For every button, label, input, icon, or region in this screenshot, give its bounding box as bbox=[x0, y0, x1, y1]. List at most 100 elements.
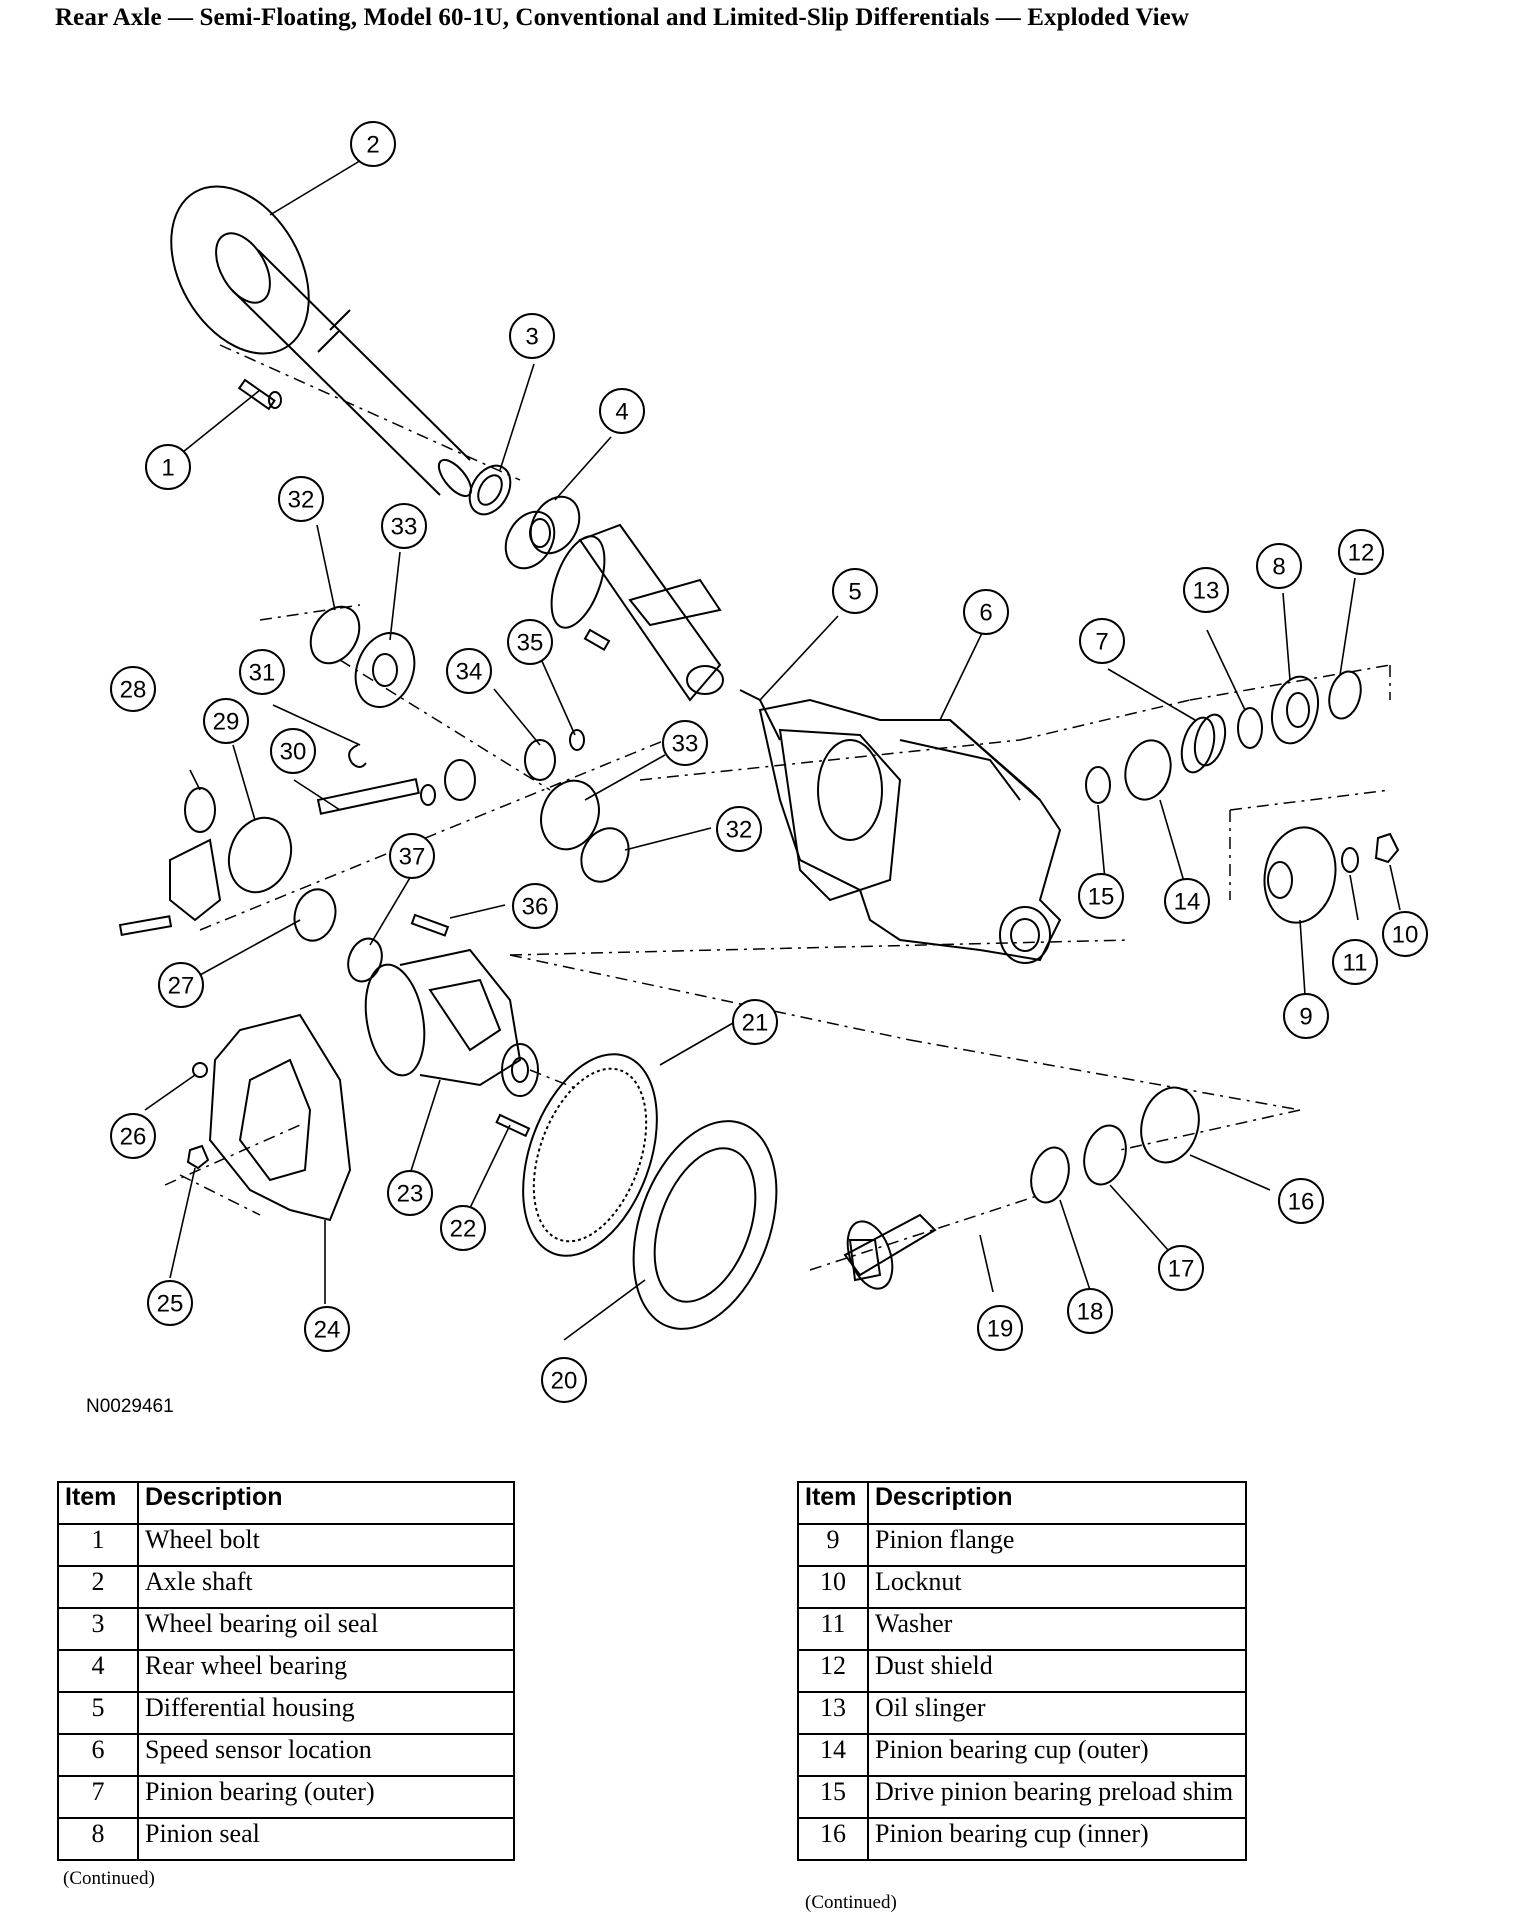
callout-26: 26 bbox=[110, 1113, 156, 1159]
item-number: 2 bbox=[57, 1565, 139, 1609]
callout-35: 35 bbox=[507, 619, 553, 665]
callout-10: 10 bbox=[1382, 911, 1428, 957]
callout-circle bbox=[1067, 1288, 1113, 1334]
callout-circle bbox=[278, 476, 324, 522]
callout-33: 33 bbox=[662, 720, 708, 766]
callout-label: 13 bbox=[1193, 578, 1220, 605]
differential-housing-drawing bbox=[739, 689, 1062, 964]
callout-label: 20 bbox=[551, 1368, 578, 1395]
callout-circle bbox=[110, 1113, 156, 1159]
callout-circle bbox=[662, 720, 708, 766]
wheel-bearing-drawing bbox=[504, 495, 581, 570]
callout-31: 31 bbox=[239, 649, 285, 695]
callout-circle bbox=[1158, 1245, 1204, 1291]
item-number: 16 bbox=[797, 1817, 869, 1861]
callout-label: 11 bbox=[1343, 950, 1368, 977]
callout-circle bbox=[1078, 873, 1124, 919]
item-description: Drive pinion bearing preload shim bbox=[867, 1775, 1247, 1819]
callout-label: 35 bbox=[517, 630, 544, 657]
callout-9: 9 bbox=[1283, 993, 1329, 1039]
callout-label: 19 bbox=[987, 1316, 1014, 1343]
item-description: Rear wheel bearing bbox=[137, 1649, 515, 1693]
item-description: Differential housing bbox=[137, 1691, 515, 1735]
callout-label: 21 bbox=[742, 1010, 769, 1037]
callout-6: 6 bbox=[963, 589, 1009, 635]
callout-label: 10 bbox=[1392, 922, 1419, 949]
continued-note-left: (Continued) bbox=[63, 1868, 155, 1889]
callout-circle bbox=[716, 806, 762, 852]
callout-circle bbox=[381, 503, 427, 549]
item-description: Pinion bearing cup (inner) bbox=[867, 1817, 1247, 1861]
callout-circle bbox=[832, 568, 878, 614]
callout-circle bbox=[1338, 529, 1384, 575]
item-description: Oil slinger bbox=[867, 1691, 1247, 1735]
callout-circle bbox=[1283, 993, 1329, 1039]
callout-label: 3 bbox=[525, 324, 538, 351]
drive-pinion-drawing bbox=[843, 1213, 937, 1290]
callout-label: 30 bbox=[280, 739, 307, 766]
callout-32: 32 bbox=[716, 806, 762, 852]
callout-4: 4 bbox=[599, 388, 645, 434]
callout-label: 18 bbox=[1077, 1299, 1104, 1326]
callout-33: 33 bbox=[381, 503, 427, 549]
column-header-item: Item bbox=[797, 1481, 869, 1525]
callout-label: 23 bbox=[397, 1181, 424, 1208]
column-header-item: Item bbox=[57, 1481, 139, 1525]
item-number: 8 bbox=[57, 1817, 139, 1861]
callout-label: 7 bbox=[1095, 629, 1108, 656]
callout-label: 33 bbox=[391, 514, 418, 541]
column-header-description: Description bbox=[867, 1481, 1247, 1525]
callout-circle bbox=[147, 1280, 193, 1326]
differential-case-drawing bbox=[364, 948, 539, 1097]
callout-circle bbox=[387, 1170, 433, 1216]
item-description: Washer bbox=[867, 1607, 1247, 1651]
item-number: 11 bbox=[797, 1607, 869, 1651]
callout-label: 25 bbox=[157, 1291, 184, 1318]
callout-circle bbox=[1079, 618, 1125, 664]
callout-3: 3 bbox=[509, 313, 555, 359]
callout-circle bbox=[1278, 1178, 1324, 1224]
callout-label: 9 bbox=[1299, 1004, 1312, 1031]
callout-label: 34 bbox=[456, 659, 483, 686]
callout-label: 12 bbox=[1348, 540, 1375, 567]
item-description: Locknut bbox=[867, 1565, 1247, 1609]
item-number: 1 bbox=[57, 1523, 139, 1567]
callout-28: 28 bbox=[110, 666, 156, 712]
callout-circle bbox=[440, 1205, 486, 1251]
callout-29: 29 bbox=[203, 698, 249, 744]
callout-16: 16 bbox=[1278, 1178, 1324, 1224]
callout-15: 15 bbox=[1078, 873, 1124, 919]
callout-label: 32 bbox=[288, 487, 315, 514]
bevel-ring-gear-drawing bbox=[632, 1120, 778, 1330]
callout-36: 36 bbox=[512, 883, 558, 929]
callout-label: 2 bbox=[366, 132, 379, 159]
callout-label: 6 bbox=[979, 600, 992, 627]
callout-label: 32 bbox=[726, 817, 753, 844]
callout-18: 18 bbox=[1067, 1288, 1113, 1334]
callout-circle bbox=[350, 121, 396, 167]
leader-lines bbox=[144, 158, 1401, 1341]
item-number: 7 bbox=[57, 1775, 139, 1819]
axle-tube-drawing bbox=[550, 523, 724, 702]
callout-32: 32 bbox=[278, 476, 324, 522]
callout-7: 7 bbox=[1079, 618, 1125, 664]
callout-circle bbox=[963, 589, 1009, 635]
item-description: Pinion bearing cup (outer) bbox=[867, 1733, 1247, 1777]
axle-shaft-drawing bbox=[170, 185, 473, 498]
oil-seal-3-drawing bbox=[468, 464, 512, 516]
callout-27: 27 bbox=[158, 962, 204, 1008]
callout-11: 11 bbox=[1332, 939, 1378, 985]
callout-label: 36 bbox=[522, 894, 549, 921]
item-description: Speed sensor location bbox=[137, 1733, 515, 1777]
item-description: Pinion flange bbox=[867, 1523, 1247, 1567]
figure-id: N0029461 bbox=[86, 1396, 174, 1417]
callout-12: 12 bbox=[1338, 529, 1384, 575]
